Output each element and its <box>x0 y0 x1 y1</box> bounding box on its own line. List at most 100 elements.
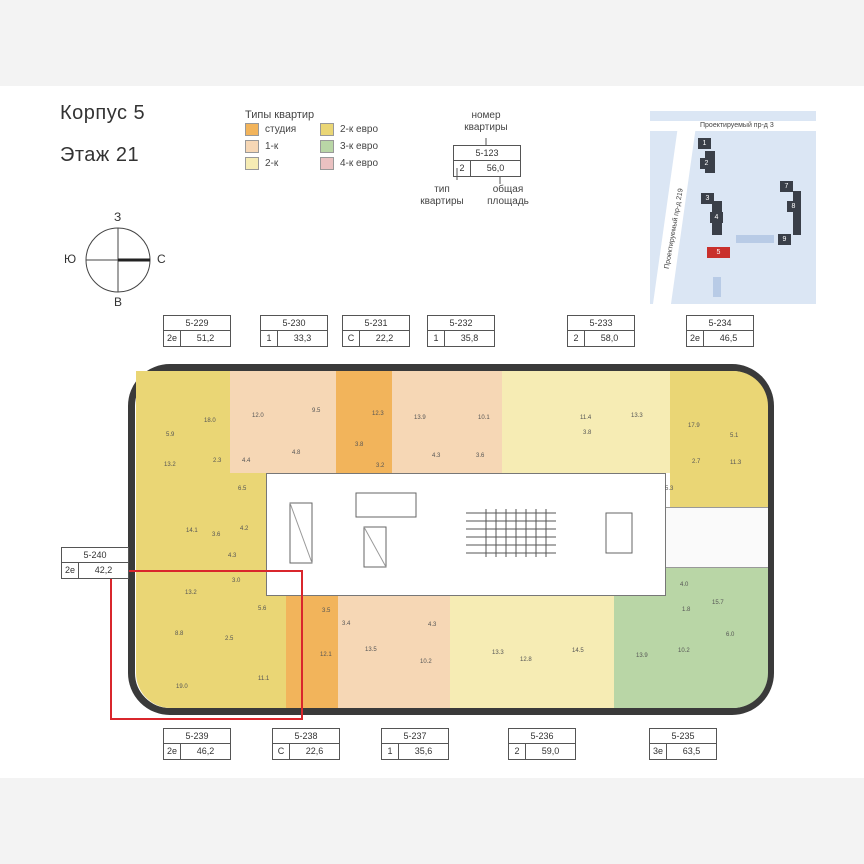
site-building-8[interactable]: 8 <box>787 201 800 212</box>
apartment-5-233[interactable] <box>502 371 670 473</box>
room-area-label: 3.5 <box>322 608 331 614</box>
room-area-label: 5.3 <box>665 486 674 492</box>
compass-icon <box>85 227 151 293</box>
legend-swatch <box>245 157 259 170</box>
room-area-label: 3.6 <box>212 532 221 538</box>
room-area-label: 4.2 <box>240 526 249 532</box>
apartment-5-238[interactable] <box>286 596 338 708</box>
room-area-label: 3.0 <box>232 578 241 584</box>
room-area-label: 8.8 <box>175 631 184 637</box>
room-area-label: 2.5 <box>225 636 234 642</box>
room-area-label: 12.0 <box>252 413 264 419</box>
room-area-label: 13.5 <box>365 647 377 653</box>
road-top-label: Проектируемый пр-д 3 <box>700 122 774 129</box>
key-leader-lines <box>456 138 501 184</box>
room-area-label: 2.3 <box>213 458 222 464</box>
legend-swatch <box>245 140 259 153</box>
legend-item-1k: 1-к <box>245 140 278 153</box>
compass-east: С <box>157 252 166 266</box>
room-area-label: 4.0 <box>680 582 689 588</box>
legend-item-2k: 2-к <box>245 157 278 170</box>
key-area-caption: общая площадь <box>487 184 529 207</box>
room-area-label: 13.2 <box>164 462 176 468</box>
apartment-5-231[interactable] <box>336 371 392 473</box>
room-area-label: 3.4 <box>342 621 351 627</box>
apartment-5-229[interactable] <box>136 371 230 449</box>
site-building-4[interactable]: 4 <box>710 212 723 223</box>
room-area-label: 1.8 <box>682 607 691 613</box>
site-building-9[interactable]: 9 <box>778 234 791 245</box>
room-area-label: 13.9 <box>636 653 648 659</box>
apartment-5-237[interactable] <box>338 596 450 708</box>
apartment-5-240[interactable] <box>136 489 266 573</box>
room-area-label: 3.6 <box>476 453 485 459</box>
room-area-label: 11.4 <box>580 415 592 421</box>
room-area-label: 13.2 <box>185 590 197 596</box>
core-details <box>289 492 633 568</box>
apartment-5-234[interactable] <box>670 371 768 507</box>
room-area-label: 11.3 <box>730 460 742 466</box>
legend-title: Типы квартир <box>245 109 315 121</box>
room-area-label: 3.8 <box>583 430 592 436</box>
room-area-label: 10.2 <box>420 659 432 665</box>
site-building-5-current[interactable]: 5 <box>707 247 730 258</box>
compass-north: З <box>114 210 122 224</box>
compass-west: Ю <box>64 252 77 266</box>
room-area-label: 5.6 <box>258 606 267 612</box>
room-area-label: 4.4 <box>242 458 251 464</box>
room-area-label: 10.1 <box>478 415 490 421</box>
room-area-label: 13.9 <box>414 415 426 421</box>
room-area-label: 4.3 <box>428 622 437 628</box>
room-area-label: 13.3 <box>492 650 504 656</box>
apartment-5-230[interactable] <box>230 371 336 473</box>
room-area-label: 5.1 <box>730 433 739 439</box>
site-building-1[interactable]: 1 <box>698 138 711 149</box>
room-area-label: 17.9 <box>688 423 700 429</box>
legend-swatch <box>320 157 334 170</box>
building-title: Корпус 5 <box>60 102 146 124</box>
path <box>713 277 721 297</box>
room-area-label: 14.1 <box>186 528 198 534</box>
room-area-label: 6.0 <box>726 632 735 638</box>
key-number-caption: номер квартиры <box>464 110 508 133</box>
room-area-label: 3.2 <box>376 463 385 469</box>
site-map: Проектируемый пр-д 3 Проектируемый пр-д … <box>650 111 816 304</box>
apartment-5-236[interactable] <box>450 596 614 708</box>
room-area-label: 12.1 <box>320 652 332 658</box>
apartment-5-239[interactable] <box>136 573 286 708</box>
legend-item-3k-euro: 3-к евро <box>320 140 378 153</box>
legend-swatch <box>320 140 334 153</box>
key-type-caption: тип квартиры <box>420 184 464 207</box>
room-area-label: 14.5 <box>572 648 584 654</box>
site-building-7[interactable]: 7 <box>780 181 793 192</box>
apartment-5-232[interactable] <box>392 371 502 473</box>
legend-swatch <box>320 123 334 136</box>
site-building-2[interactable]: 2 <box>700 158 713 169</box>
building-core <box>266 473 666 596</box>
room-area-label: 18.0 <box>204 418 216 424</box>
legend-item-2k-euro: 2-к евро <box>320 123 378 136</box>
floor-title: Этаж 21 <box>60 144 140 166</box>
room-area-label: 10.2 <box>678 648 690 654</box>
room-area-label: 13.3 <box>631 413 643 419</box>
room-area-label: 3.8 <box>355 442 364 448</box>
site-building-3[interactable]: 3 <box>701 193 714 204</box>
site-building-block <box>793 191 801 235</box>
room-area-label: 5.9 <box>166 432 175 438</box>
legend-item-studio: студия <box>245 123 296 136</box>
room-area-label: 4.8 <box>292 450 301 456</box>
legend-swatch <box>245 123 259 136</box>
